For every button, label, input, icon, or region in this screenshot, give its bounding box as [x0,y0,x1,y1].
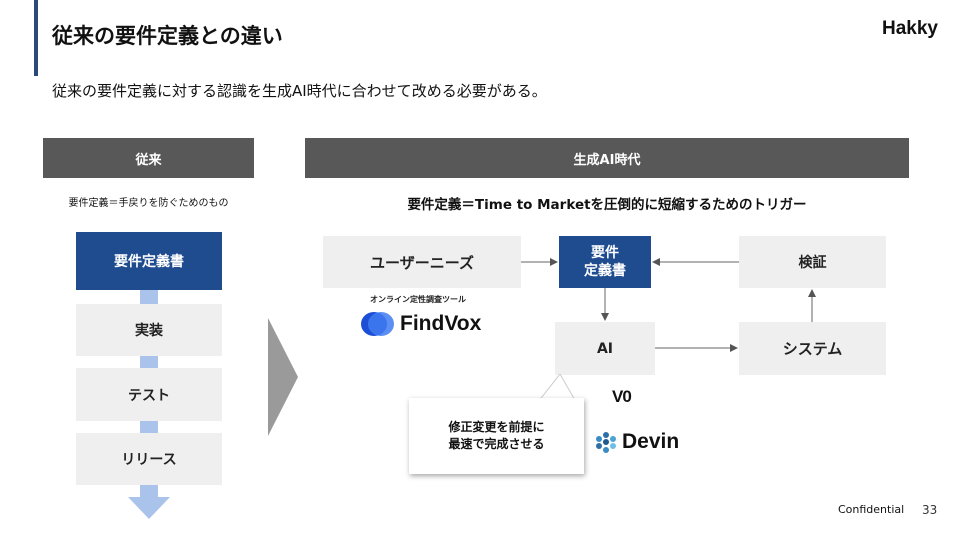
node-label: 検証 [798,255,827,271]
devin-mark-icon [596,432,616,453]
node-user-needs: ユーザーニーズ [323,236,521,288]
node-requirements-doc: 要件 定義書 [559,236,651,288]
brand-logo: Hakky [882,18,938,39]
findvox-wordmark: FindVox [400,312,482,335]
node-label: AI [596,340,614,357]
left-panel-header: 従来 [43,138,254,178]
step-implementation: 実装 [76,304,222,356]
step-requirements-doc: 要件定義書 [76,232,222,290]
step-label: リリース [121,452,177,468]
node-ai: AI [555,322,655,375]
step-connector [140,356,158,368]
devin-logo: Devin [595,430,679,454]
node-label: ユーザーニーズ [370,253,474,272]
devin-wordmark: Devin [622,430,680,453]
callout-line1: 修正変更を前提に [448,420,545,435]
down-arrow-icon [128,497,170,519]
chevron-right-icon [268,318,298,436]
findvox-mark-icon [361,312,394,336]
right-panel-caption: 要件定義＝Time to Marketを圧倒的に短縮するためのトリガー [407,197,807,213]
confidential-label: Confidential [838,503,905,516]
right-panel-header-label: 生成AI時代 [573,152,641,168]
callout-tail [537,374,577,402]
v0-logo: V0 [612,387,632,406]
node-verification: 検証 [739,236,886,288]
findvox-caption: オンライン定性調査ツール [370,295,466,304]
right-panel-header: 生成AI時代 [305,138,909,178]
node-system: システム [739,322,886,375]
callout-box: 修正変更を前提に 最速で完成させる [409,398,584,474]
findvox-logo: FindVox [360,310,481,338]
title-accent-bar [34,0,38,76]
node-label-line1: 要件 [591,244,619,261]
slide-subtitle: 従来の要件定義に対する認識を生成AI時代に合わせて改める必要がある。 [52,82,547,100]
step-test: テスト [76,368,222,421]
node-label-line2: 定義書 [584,263,626,279]
node-label: システム [782,340,843,358]
step-label: テスト [128,387,170,404]
left-panel-header-label: 従来 [135,152,162,168]
step-label: 実装 [135,323,163,339]
step-connector [140,485,158,499]
step-label: 要件定義書 [114,254,184,270]
step-release: リリース [76,433,222,485]
slide-title: 従来の要件定義との違い [52,24,283,48]
page-number: 33 [922,503,938,517]
step-connector [140,290,158,304]
callout-line2: 最速で完成させる [448,437,545,451]
step-connector [140,421,158,433]
left-panel-caption: 要件定義＝手戻りを防ぐためのもの [68,198,229,209]
